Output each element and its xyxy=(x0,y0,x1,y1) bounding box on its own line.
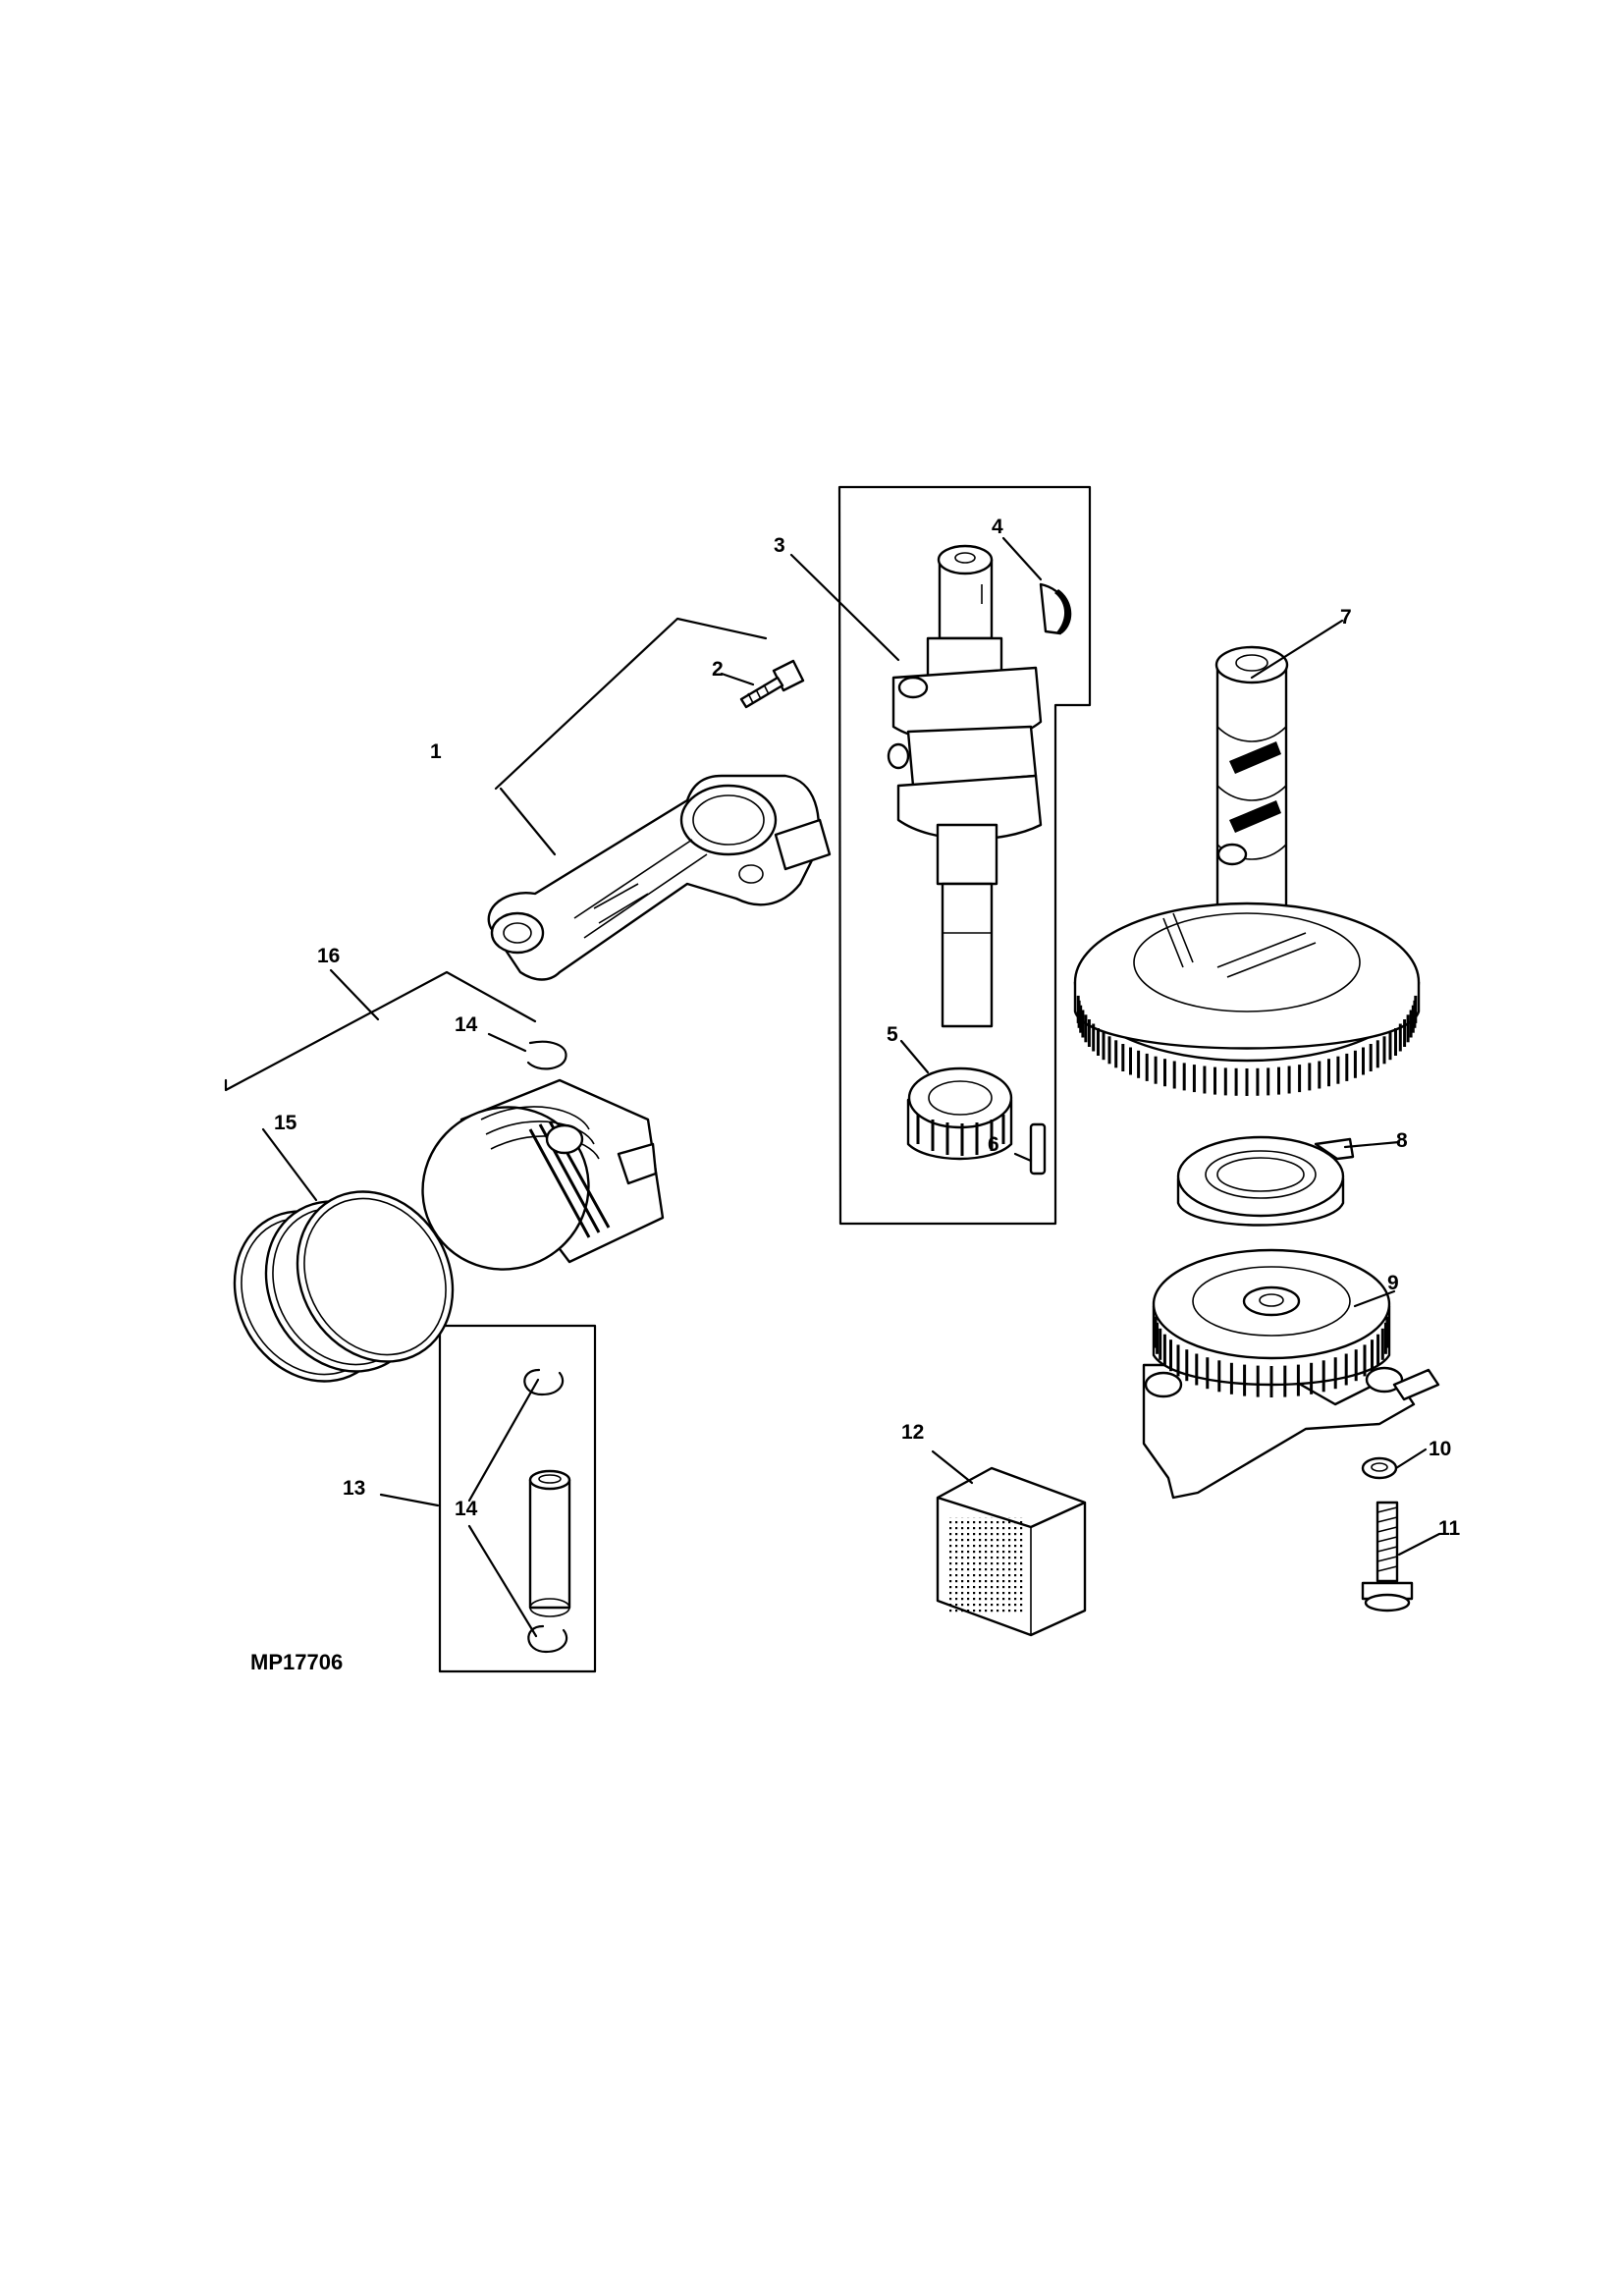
callout-4: 4 xyxy=(992,516,1003,538)
callout-14-ring: 14 xyxy=(455,1013,478,1036)
callout-12: 12 xyxy=(901,1421,924,1444)
governor-gear-assembly xyxy=(1142,1248,1440,1500)
woodruff-key xyxy=(1039,582,1072,635)
callout-9: 9 xyxy=(1387,1272,1399,1294)
camshaft-gear xyxy=(1073,902,1421,1096)
camshaft xyxy=(1214,645,1289,915)
callout-13: 13 xyxy=(343,1477,365,1500)
filter-screen xyxy=(936,1466,1087,1637)
small-washer xyxy=(1361,1456,1398,1480)
callout-5: 5 xyxy=(887,1023,898,1046)
connecting-rod xyxy=(487,774,832,981)
pin-retainer-ring-top xyxy=(523,1368,565,1396)
gear-key xyxy=(1029,1122,1047,1175)
callout-10: 10 xyxy=(1429,1438,1451,1460)
callout-3: 3 xyxy=(774,534,785,557)
pin-retainer-ring-bottom xyxy=(527,1624,568,1654)
retainer-ring-upper xyxy=(526,1040,567,1070)
governor-screw xyxy=(1361,1501,1414,1613)
callout-16: 16 xyxy=(317,945,340,967)
callout-7: 7 xyxy=(1340,606,1352,629)
piston-pin-group-frame xyxy=(438,1324,597,1673)
piston-pin xyxy=(528,1469,571,1617)
callout-2: 2 xyxy=(712,658,724,681)
connecting-rod-bolt xyxy=(739,659,805,709)
crankshaft-group-frame xyxy=(837,485,1092,1226)
callout-15: 15 xyxy=(274,1112,297,1134)
callout-11: 11 xyxy=(1438,1517,1461,1540)
callout-1: 1 xyxy=(430,740,442,763)
piston xyxy=(421,1078,665,1271)
piston-rings xyxy=(233,1190,455,1383)
crankshaft-gear xyxy=(906,1066,1013,1161)
callout-8: 8 xyxy=(1396,1129,1408,1152)
callout-6: 6 xyxy=(988,1133,999,1156)
crankshaft xyxy=(887,544,1043,1028)
figure-id: MP17706 xyxy=(250,1650,343,1674)
governor-washer xyxy=(1176,1135,1355,1227)
leader-lines xyxy=(224,536,1441,1638)
callout-14-pin-group: 14 xyxy=(455,1498,478,1520)
